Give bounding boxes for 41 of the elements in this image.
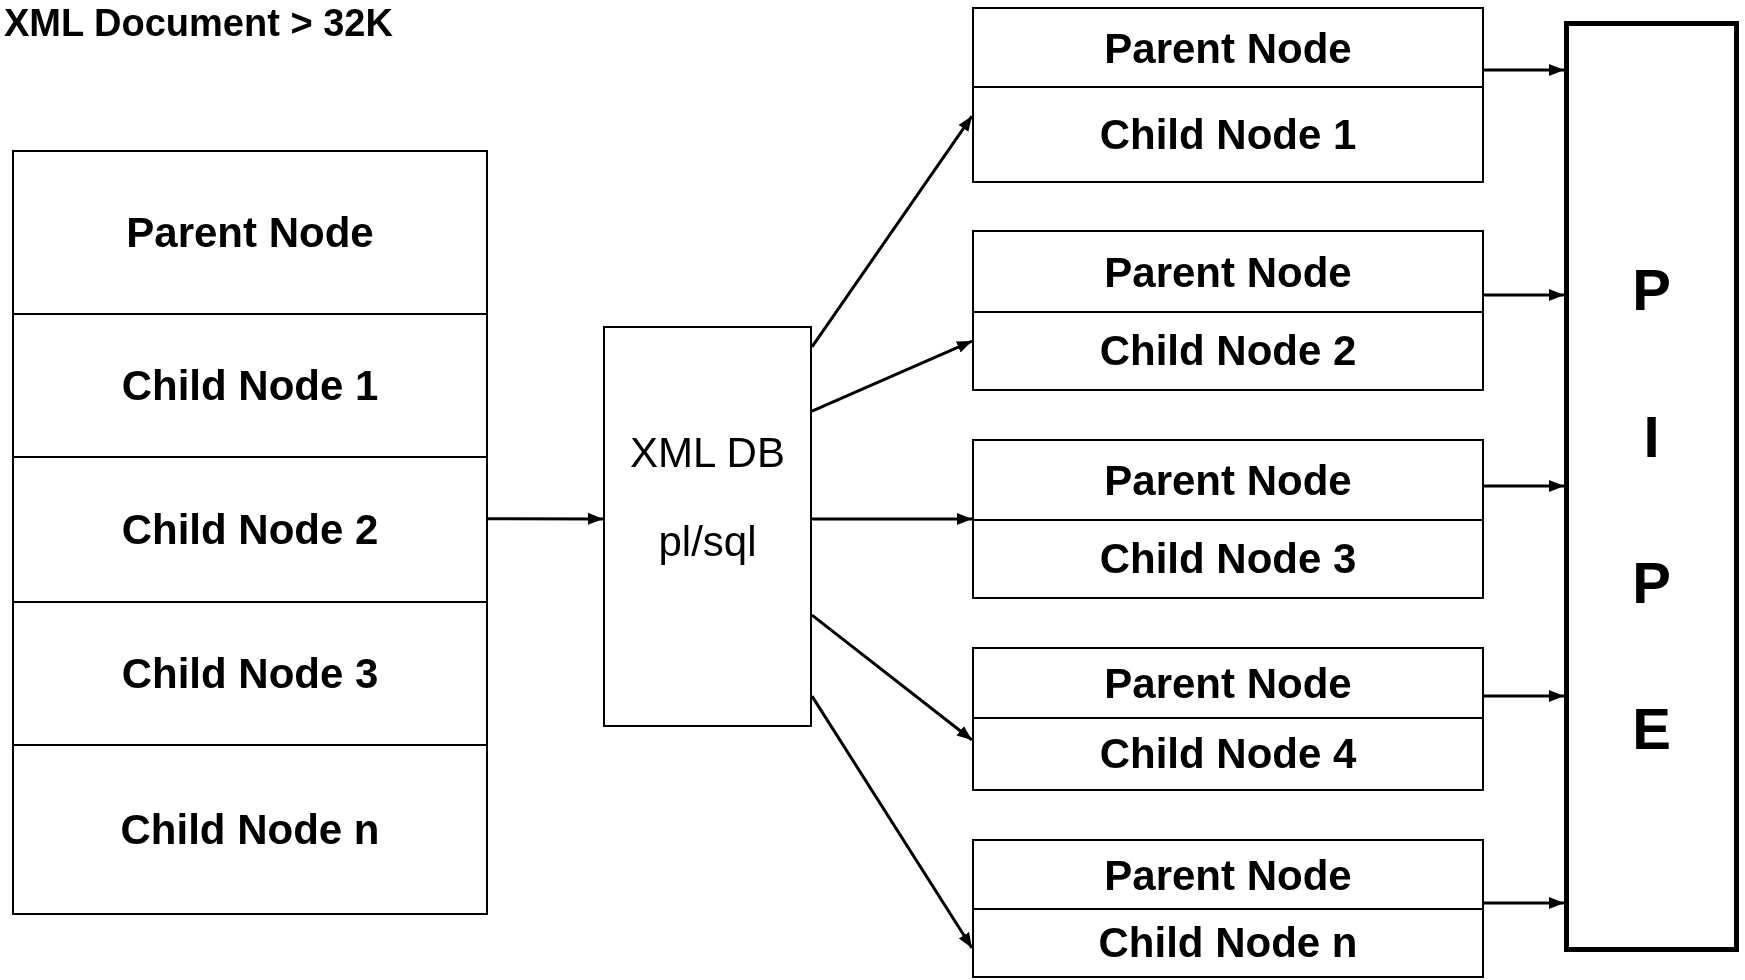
arrow bbox=[811, 613, 973, 742]
arrow bbox=[1484, 64, 1564, 76]
parent-label: Parent Node bbox=[1104, 660, 1352, 708]
node-label: Child Node 1 bbox=[121, 361, 379, 410]
parent-label: Parent Node bbox=[1104, 24, 1352, 73]
pipe-letter: I bbox=[1643, 403, 1660, 470]
node-pair-box bbox=[972, 647, 1484, 791]
child-label: Child Node 1 bbox=[1099, 110, 1357, 159]
document-box bbox=[12, 150, 488, 915]
arrow bbox=[1484, 689, 1564, 702]
node-label: Child Node 3 bbox=[121, 649, 379, 698]
arrow bbox=[488, 512, 603, 525]
pipe-letter: P bbox=[1632, 256, 1671, 323]
child-label: Child Node n bbox=[1098, 919, 1358, 967]
parent-label: Parent Node bbox=[1104, 457, 1352, 505]
arrow bbox=[1484, 289, 1564, 302]
child-label: Child Node 2 bbox=[1099, 327, 1357, 375]
child-label: Child Node 3 bbox=[1099, 535, 1357, 583]
process-label: pl/sql bbox=[658, 518, 757, 566]
arrow bbox=[812, 513, 972, 525]
node-pair-box bbox=[972, 230, 1484, 391]
pipe-letter: E bbox=[1632, 695, 1671, 762]
node-pair-box bbox=[972, 7, 1484, 183]
node-label: Parent Node bbox=[126, 208, 374, 257]
pipe-letter: P bbox=[1632, 549, 1671, 616]
node-label: Child Node 2 bbox=[121, 505, 379, 554]
process-label: XML DB bbox=[630, 429, 785, 477]
node-pair-box bbox=[972, 439, 1484, 599]
arrow bbox=[1484, 480, 1564, 493]
title: XML Document > 32K bbox=[4, 2, 393, 45]
arrow bbox=[810, 695, 974, 949]
arrow bbox=[1484, 896, 1564, 909]
child-label: Child Node 4 bbox=[1099, 730, 1357, 778]
parent-label: Parent Node bbox=[1104, 851, 1352, 900]
node-label: Child Node n bbox=[120, 805, 380, 854]
arrow bbox=[811, 339, 973, 413]
node-pair-box bbox=[972, 839, 1484, 978]
arrow bbox=[810, 115, 974, 348]
pipe-box bbox=[1564, 21, 1739, 952]
process-box bbox=[603, 326, 812, 727]
parent-label: Parent Node bbox=[1104, 248, 1352, 297]
